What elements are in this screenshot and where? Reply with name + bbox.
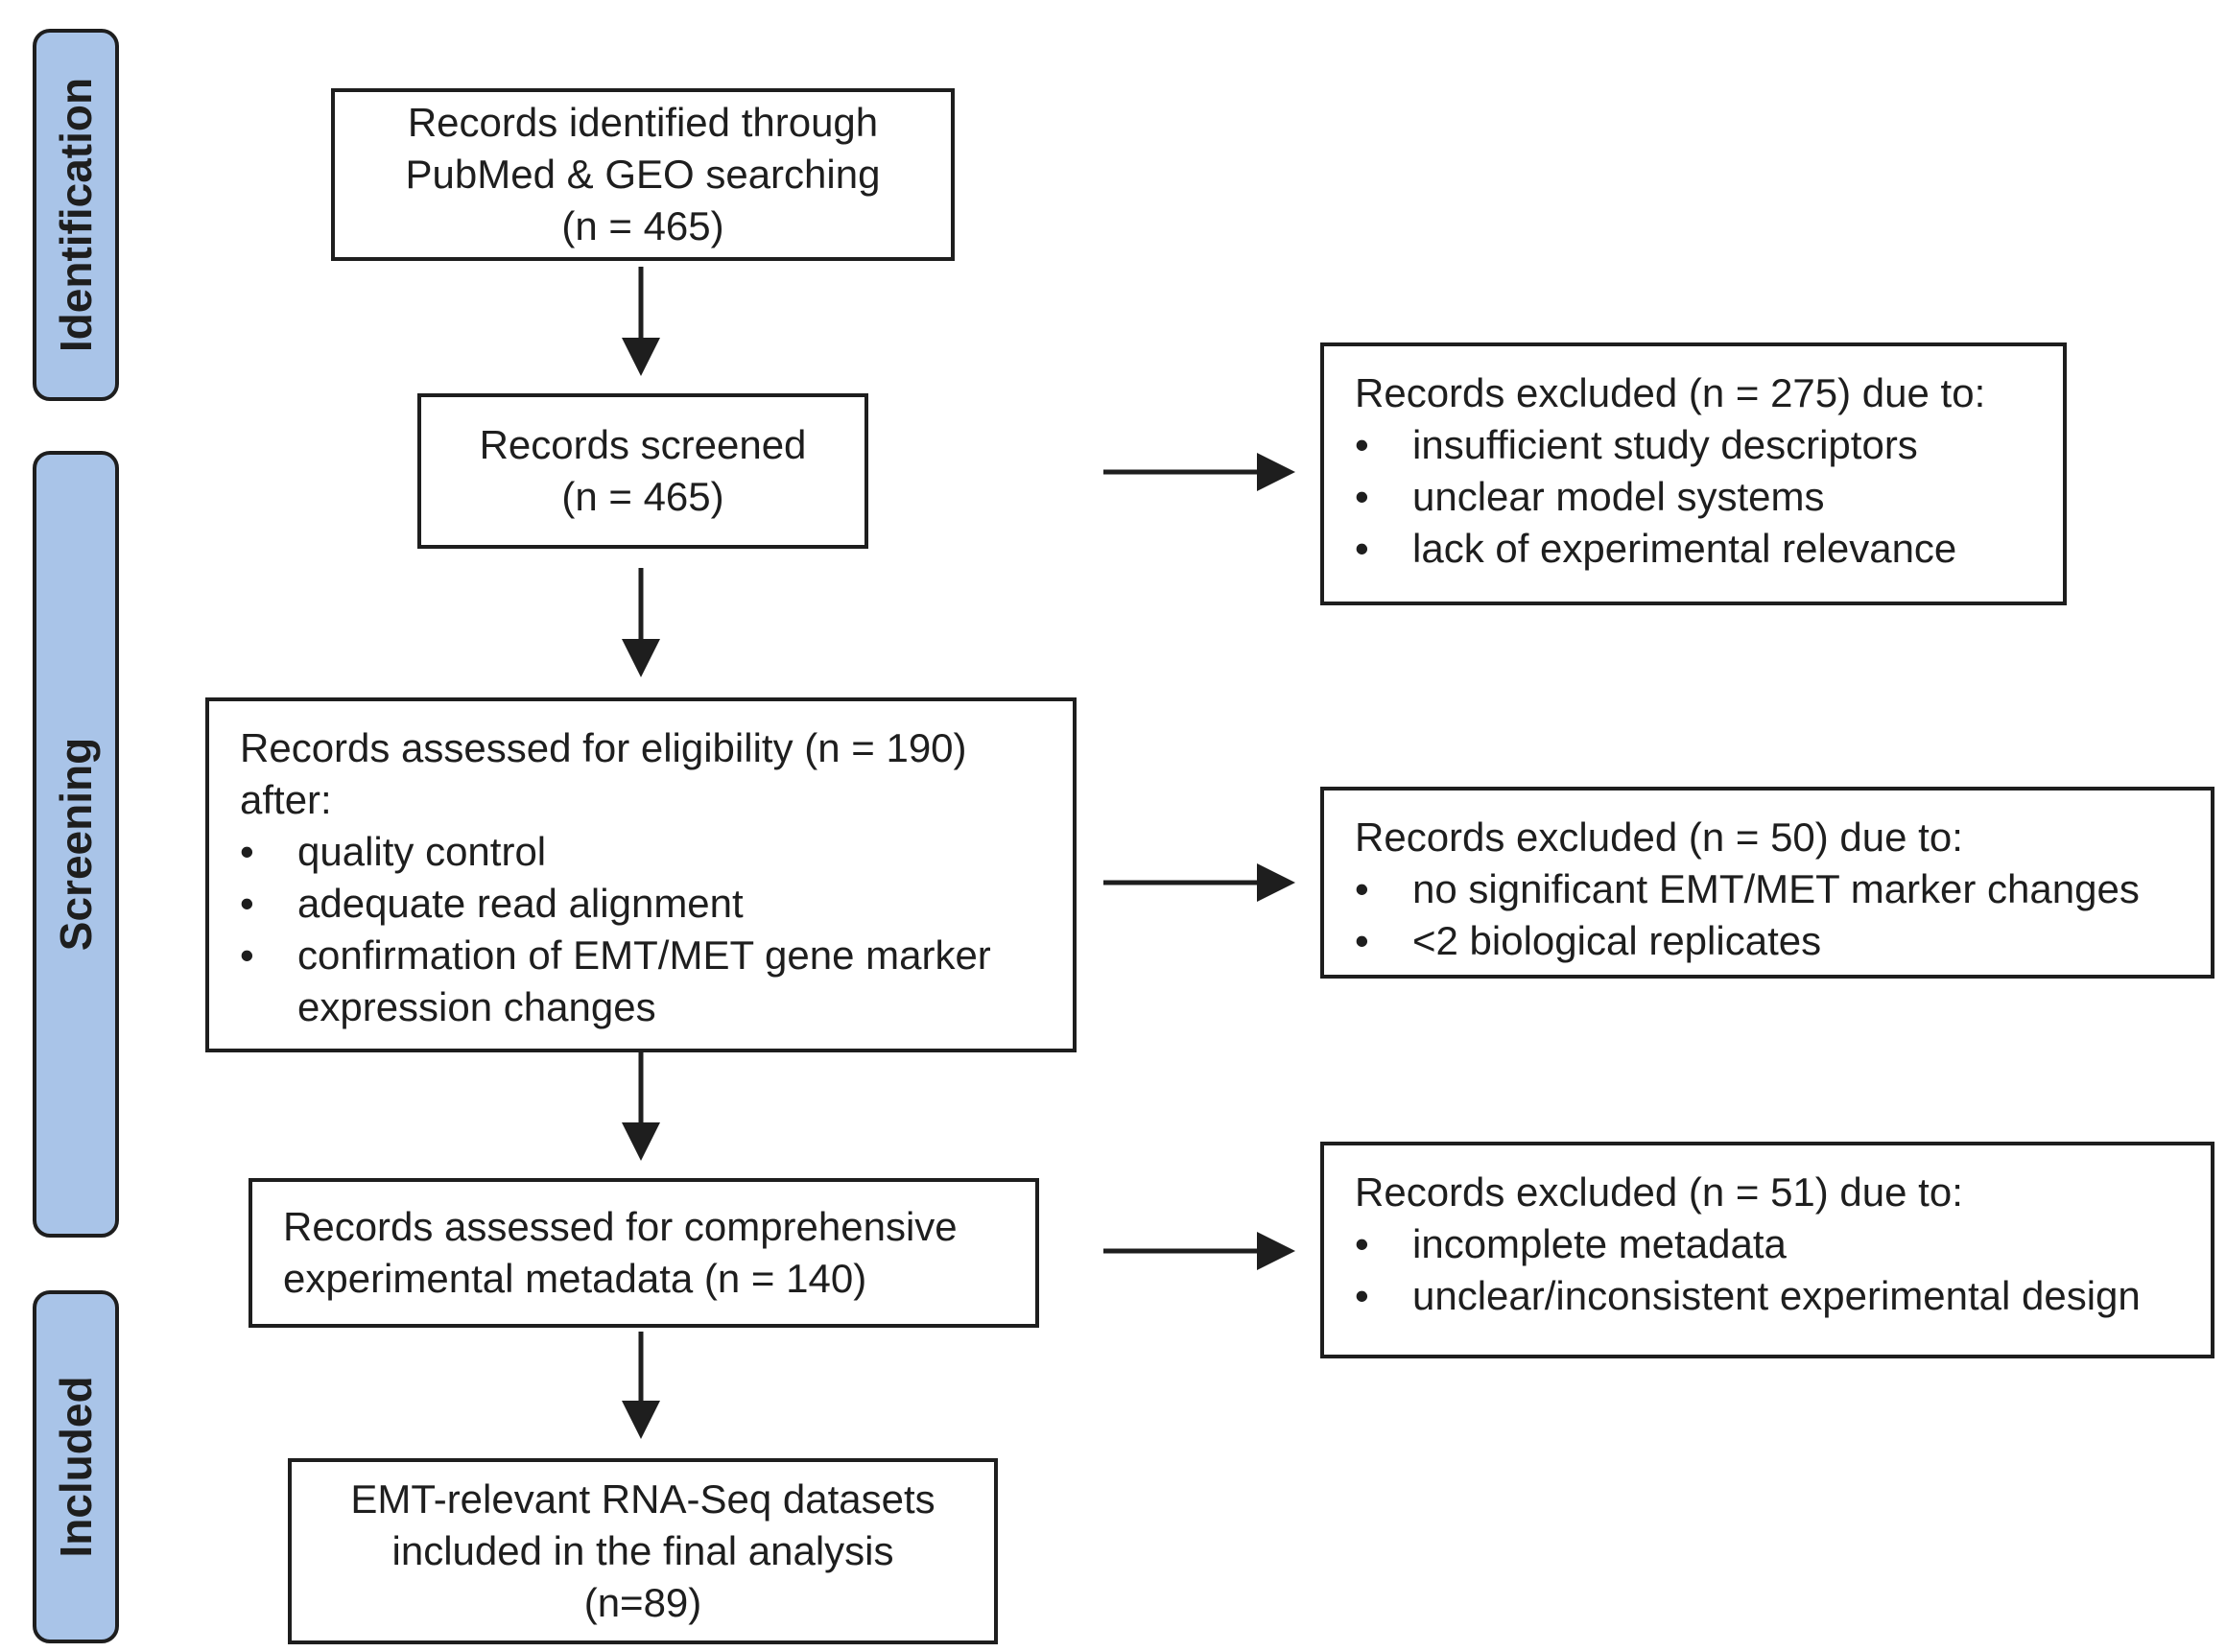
eligibility-criteria-list: quality control adequate read alignment … [240,826,1073,1033]
excluded-box-2: Records excluded (n = 50) due to: no sig… [1320,787,2214,979]
screened-line-1: Records screened [479,422,807,467]
excluded-2-heading: Records excluded (n = 50) due to: [1355,814,1963,860]
exclusion-reason: unclear model systems [1355,471,2063,523]
identified-box: Records identified through PubMed & GEO … [331,88,955,261]
eligibility-criterion-continuation: expression changes [297,984,656,1029]
stage-tab-identification: Identification [33,29,119,401]
exclusion-reason: incomplete metadata [1355,1218,2211,1270]
eligibility-heading-2: after: [240,777,332,822]
excluded-1-reasons: insufficient study descriptors unclear m… [1355,419,2063,575]
eligibility-criterion: quality control [240,826,1073,878]
screened-box: Records screened (n = 465) [417,393,868,549]
eligibility-box: Records assessed for eligibility (n = 19… [205,697,1077,1052]
included-box: EMT-relevant RNA-Seq datasets included i… [288,1458,998,1644]
identified-line-2: PubMed & GEO searching [405,152,881,197]
stage-tab-screening: Screening [33,451,119,1238]
screened-line-2: (n = 465) [561,474,724,519]
exclusion-reason: lack of experimental relevance [1355,523,2063,575]
excluded-3-reasons: incomplete metadata unclear/inconsistent… [1355,1218,2211,1322]
excluded-2-reasons: no significant EMT/MET marker changes <2… [1355,863,2211,967]
metadata-line-2: experimental metadata (n = 140) [283,1256,867,1301]
exclusion-reason: unclear/inconsistent experimental design [1355,1270,2211,1322]
included-line-2: included in the final analysis [391,1528,894,1573]
eligibility-criterion: adequate read alignment [240,878,1073,930]
identified-line-3: (n = 465) [561,203,724,248]
excluded-box-1: Records excluded (n = 275) due to: insuf… [1320,342,2067,605]
included-line-1: EMT-relevant RNA-Seq datasets [350,1476,935,1522]
eligibility-heading-1: Records assessed for eligibility (n = 19… [240,725,967,770]
metadata-box: Records assessed for comprehensive exper… [249,1178,1039,1328]
identified-line-1: Records identified through [407,100,879,145]
excluded-3-heading: Records excluded (n = 51) due to: [1355,1169,1963,1215]
excluded-box-3: Records excluded (n = 51) due to: incomp… [1320,1142,2214,1358]
stage-tab-included: Included [33,1290,119,1643]
metadata-line-1: Records assessed for comprehensive [283,1204,958,1249]
excluded-1-heading: Records excluded (n = 275) due to: [1355,370,1986,415]
exclusion-reason: no significant EMT/MET marker changes [1355,863,2211,915]
exclusion-reason: insufficient study descriptors [1355,419,2063,471]
exclusion-reason: <2 biological replicates [1355,915,2211,967]
included-line-3: (n=89) [583,1580,702,1625]
eligibility-criterion: confirmation of EMT/MET gene markerexpre… [240,930,1073,1033]
